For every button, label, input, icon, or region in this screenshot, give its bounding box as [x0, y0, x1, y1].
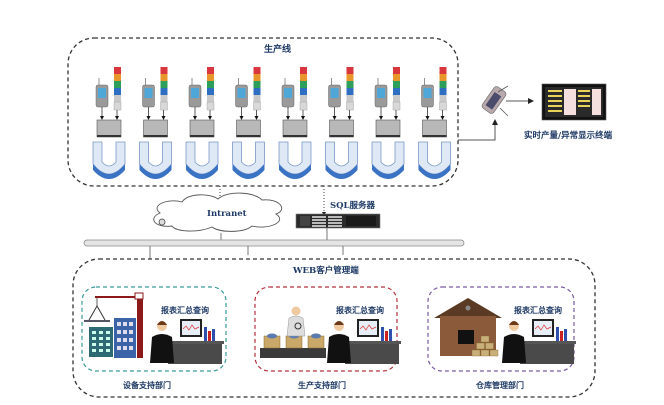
controller-box-icon: [236, 119, 261, 138]
report-query-label: 报表汇总查询: [161, 305, 209, 315]
controller-box-icon: [422, 119, 447, 138]
u-shaped-cell-icon: [418, 141, 451, 175]
controller-box-icon: [282, 119, 308, 138]
goods-box-icon: [476, 342, 485, 350]
sql-server-icon: [295, 213, 381, 229]
network-globe-icon: [158, 218, 166, 226]
arrow-down-icon: [394, 116, 398, 120]
tower-light-icon: [346, 67, 354, 111]
department-box-production: [254, 286, 398, 372]
tower-light-icon: [392, 67, 401, 111]
department-name-production: 生产支持部门: [298, 380, 346, 390]
department-box-equipment: [81, 286, 227, 372]
arrow-down-icon: [161, 116, 166, 120]
arrow-head-icon: [492, 119, 498, 125]
report-query-label: 报表汇总查询: [514, 305, 562, 315]
controller-box-icon: [96, 119, 122, 138]
production-station: [371, 67, 405, 179]
goods-box-icon: [489, 349, 499, 357]
arrow-down-icon: [193, 116, 197, 120]
department-name-equipment: 设备支持部门: [123, 380, 171, 390]
operator-at-computer-icon: [502, 319, 576, 364]
tower-light-icon: [160, 67, 168, 111]
u-shaped-cell-icon: [278, 141, 312, 175]
goods-box-icon: [485, 342, 494, 350]
production-station: [232, 67, 265, 179]
controller-box-icon: [189, 119, 215, 138]
tower-light-icon: [439, 67, 447, 111]
goods-box-icon: [480, 335, 490, 343]
production-line-title: 生产线: [264, 45, 292, 55]
tower-light-icon: [299, 67, 308, 111]
arrow-down-icon: [379, 116, 383, 120]
controller-box-icon: [143, 119, 168, 138]
production-station: [325, 67, 358, 179]
department-name-warehouse: 仓库管理部门: [476, 380, 524, 390]
network-backbone: [83, 239, 465, 247]
arrow-down-icon: [425, 116, 430, 120]
arrow-down-icon: [440, 116, 445, 120]
connector-line-to-tablet: [458, 123, 496, 141]
intranet-cloud: [153, 192, 283, 232]
arrow-head-icon: [528, 98, 534, 104]
u-shaped-cell-icon: [185, 141, 219, 175]
arrow-down-icon: [347, 116, 352, 120]
u-shaped-cell-icon: [139, 141, 172, 175]
goods-box-icon: [480, 349, 490, 357]
operator-at-computer-icon: [327, 319, 401, 364]
arrow-down-icon: [301, 116, 305, 120]
display-terminal-icon: [541, 83, 607, 121]
u-shaped-cell-icon: [325, 141, 358, 175]
production-line-container: [67, 37, 459, 187]
arrow-down-icon: [239, 116, 244, 120]
production-station: [418, 67, 451, 179]
web-client-container: [72, 258, 596, 398]
tower-light-icon: [113, 67, 122, 111]
web-client-title: WEB客户管理端: [293, 266, 359, 276]
tower-light-icon: [253, 67, 261, 111]
production-station: [139, 67, 172, 179]
arrow-down-icon: [286, 116, 290, 120]
tower-light-icon: [206, 67, 215, 111]
arrow-down-icon: [254, 116, 259, 120]
intranet-label: Intranet: [207, 209, 247, 219]
production-station: [185, 67, 219, 179]
department-box-warehouse: [427, 286, 575, 372]
production-station: [92, 67, 126, 179]
u-shaped-cell-icon: [232, 141, 265, 175]
handheld-tablet-icon: [481, 86, 507, 114]
controller-box-icon: [329, 119, 354, 138]
u-shaped-cell-icon: [371, 141, 405, 175]
operator-at-computer-icon: [150, 319, 224, 364]
arrow-down-icon: [208, 116, 212, 120]
sql-server-label: SQL服务器: [330, 201, 376, 211]
arrow-down-icon: [100, 116, 104, 120]
arrow-down-icon: [146, 116, 151, 120]
crane-and-buildings-icon: [84, 292, 144, 358]
arrow-down-icon: [332, 116, 337, 120]
arrow-down-icon: [115, 116, 119, 120]
goods-box-icon: [471, 349, 481, 357]
display-terminal-label: 实时产量/异常显示终端: [524, 131, 613, 141]
controller-box-icon: [375, 119, 401, 138]
inspector-with-boxes-icon: [260, 306, 326, 358]
warehouse-icon: [434, 298, 502, 357]
report-query-label: 报表汇总查询: [336, 305, 384, 315]
u-shaped-cell-icon: [92, 141, 126, 175]
production-station: [278, 67, 312, 179]
